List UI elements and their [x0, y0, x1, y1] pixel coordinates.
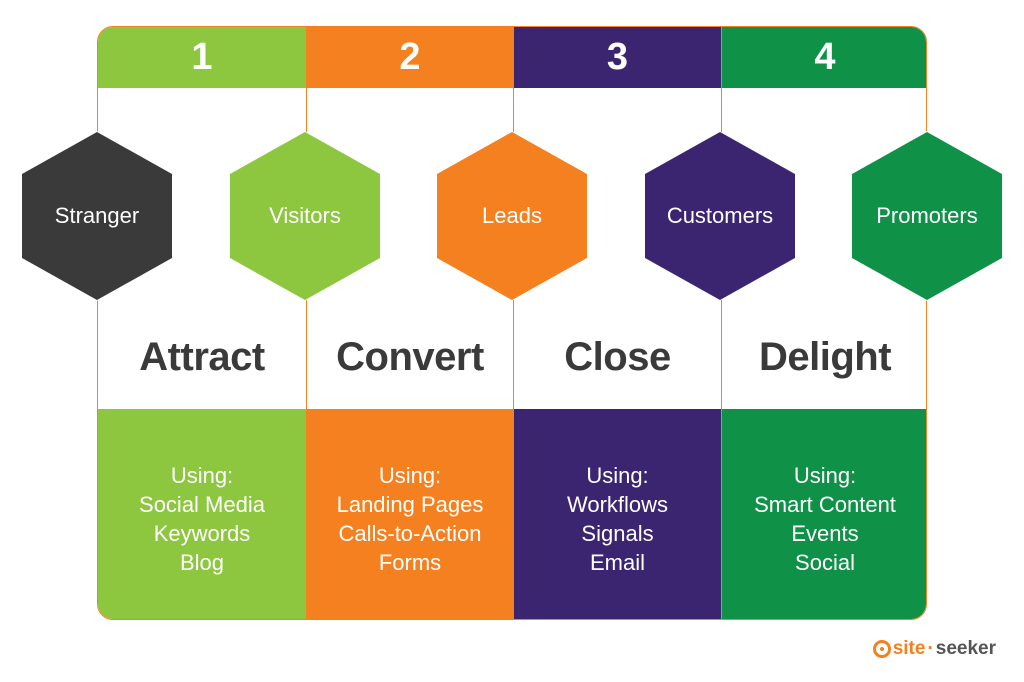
- persona-label: Promoters: [876, 203, 978, 228]
- stage-title: Convert: [336, 334, 484, 379]
- persona-promoters: Promoters: [852, 132, 1002, 300]
- stage-tools-box: Using: Workflows Signals Email: [514, 409, 721, 619]
- persona-label: Stranger: [54, 203, 140, 228]
- tool-item: Events: [791, 521, 859, 546]
- logo-suffix: seeker: [935, 638, 996, 659]
- tool-item: Smart Content: [754, 492, 896, 517]
- stage-number: 4: [722, 27, 926, 88]
- using-label: Using:: [793, 463, 857, 488]
- tool-item: Forms: [378, 550, 442, 575]
- stage-title: Delight: [758, 334, 892, 379]
- logo-prefix: site: [892, 638, 926, 659]
- tool-item: Blog: [179, 550, 225, 575]
- using-label: Using:: [586, 463, 649, 488]
- site-seeker-logo-icon: [872, 640, 891, 658]
- stage-column-convert: 2 Convert Using: Landing Pages Calls-to-…: [306, 27, 513, 619]
- site-seeker-logo: site · seeker: [872, 638, 996, 660]
- stage-tools-box: Using: Landing Pages Calls-to-Action For…: [307, 409, 513, 619]
- methodology-frame: 1 Attract Using: Social Media Keywords B…: [97, 26, 927, 620]
- persona-label: Customers: [666, 203, 774, 228]
- persona-stranger: Stranger: [22, 132, 172, 300]
- using-label: Using:: [170, 463, 234, 488]
- tool-item: Keywords: [153, 521, 251, 546]
- tool-item: Landing Pages: [336, 492, 484, 517]
- persona-leads: Leads: [437, 132, 587, 300]
- stage-number: 3: [514, 27, 721, 88]
- persona-label: Leads: [482, 203, 542, 228]
- tool-item: Signals: [581, 521, 654, 546]
- stage-tools-box: Using: Smart Content Events Social: [722, 409, 926, 619]
- using-label: Using:: [378, 463, 442, 488]
- persona-visitors: Visitors: [230, 132, 380, 300]
- stage-tools-box: Using: Social Media Keywords Blog: [98, 409, 306, 619]
- tool-item: Calls-to-Action: [338, 521, 482, 546]
- stage-column-delight: 4 Delight Using: Smart Content Events So…: [721, 27, 926, 619]
- stage-column-close: 3 Close Using: Workflows Signals Email: [513, 27, 721, 619]
- persona-customers: Customers: [645, 132, 795, 300]
- stage-title: Close: [564, 334, 671, 379]
- stage-number: 2: [307, 27, 513, 88]
- stage-column-attract: 1 Attract Using: Social Media Keywords B…: [98, 27, 306, 619]
- tool-item: Email: [589, 550, 645, 575]
- stage-number: 1: [98, 27, 306, 88]
- tool-item: Workflows: [566, 492, 669, 517]
- stage-title: Attract: [139, 334, 265, 379]
- tool-item: Social: [795, 550, 855, 575]
- persona-label: Visitors: [269, 203, 341, 228]
- logo-separator: ·: [927, 638, 934, 659]
- tool-item: Social Media: [139, 492, 265, 517]
